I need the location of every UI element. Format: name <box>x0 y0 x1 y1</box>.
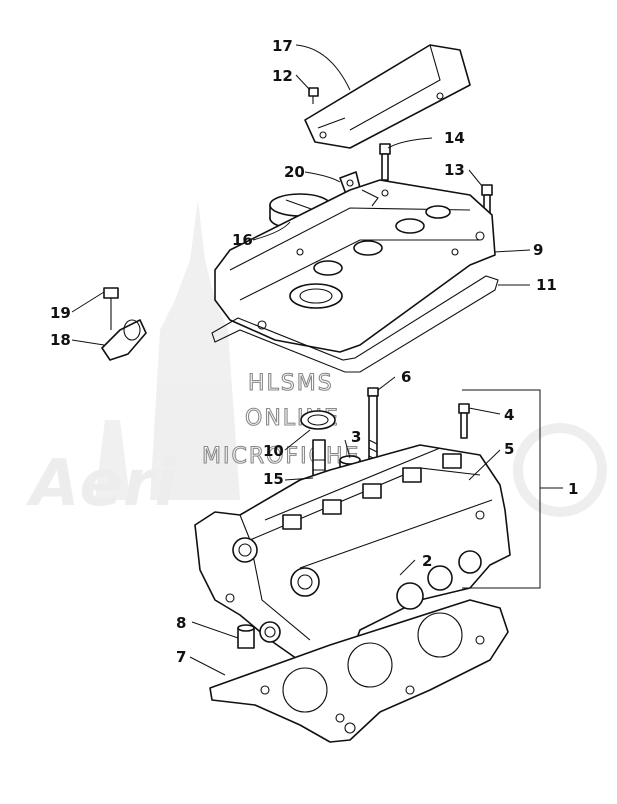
part-9-valve-cover <box>214 179 496 353</box>
callout-2: 2 <box>422 552 432 570</box>
watermark-logo: Aeri <box>25 200 607 521</box>
callout-14: 14 <box>444 129 465 147</box>
callout-17: 17 <box>272 37 293 55</box>
part-19-bolt <box>103 287 119 330</box>
part-18-bracket <box>101 319 147 361</box>
callout-16: 16 <box>232 231 253 249</box>
part-11-cover-gasket <box>211 275 499 373</box>
callout-4: 4 <box>504 406 514 424</box>
watermark-line-1: HLSMS <box>248 371 334 396</box>
part-14-bolt <box>379 143 391 181</box>
part-8-dowel <box>237 624 255 649</box>
callout-12: 12 <box>272 67 293 85</box>
part-7-head-gasket <box>209 599 509 743</box>
callout-5: 5 <box>504 440 514 458</box>
callout-1: 1 <box>568 480 578 498</box>
callout-9: 9 <box>533 241 543 259</box>
callout-11: 11 <box>536 276 557 294</box>
part-17-breather-cover <box>304 44 471 149</box>
callout-8: 8 <box>176 614 186 632</box>
part-2-cylinder-head <box>194 444 511 676</box>
callout-19: 19 <box>50 304 71 322</box>
leader-lines <box>71 44 531 676</box>
watermark: Aeri HLSMS ONLINE MICROFICHE <box>25 200 607 521</box>
callout-15: 15 <box>263 470 284 488</box>
callout-labels: 17 12 14 13 20 16 9 11 19 18 6 4 3 5 10 … <box>50 37 578 666</box>
part-12-bolt <box>308 87 319 104</box>
watermark-line-3: MICROFICHE <box>202 444 360 469</box>
callout-6: 6 <box>401 368 411 386</box>
watermark-logo-text: Aeri <box>25 447 178 521</box>
callout-10: 10 <box>263 442 284 460</box>
callout-7: 7 <box>176 648 186 666</box>
callout-20: 20 <box>284 163 305 181</box>
assembly-bracket-1 <box>462 389 563 589</box>
callout-3: 3 <box>351 428 361 446</box>
callout-18: 18 <box>50 331 71 349</box>
part-10-seal-ring <box>300 410 336 430</box>
part-4-bolt <box>458 403 470 439</box>
callout-13: 13 <box>444 161 465 179</box>
